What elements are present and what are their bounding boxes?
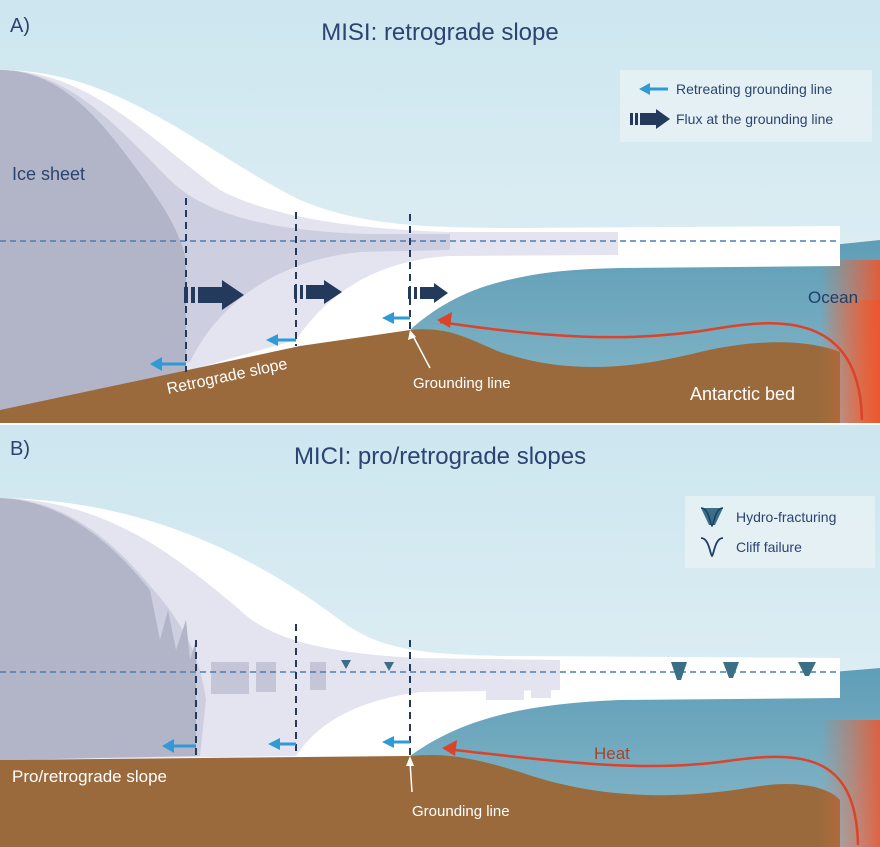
grounding-pointer-a bbox=[411, 333, 431, 369]
antarctic-bed-label: Antarctic bed bbox=[690, 384, 795, 404]
flux-arrows bbox=[184, 280, 448, 310]
grounding-line-label-a: Grounding line bbox=[413, 375, 511, 392]
grounding-pointer-b bbox=[409, 761, 413, 793]
ice-sheet-b bbox=[0, 498, 196, 760]
retreat-arrow-icon bbox=[150, 357, 186, 371]
heat-curve-b bbox=[445, 747, 860, 846]
retreat-arrow-icon bbox=[266, 334, 296, 346]
panel-b-title: MICI: pro/retrograde slopes bbox=[294, 443, 586, 470]
iceberg bbox=[310, 662, 326, 690]
flux-arrow-icon bbox=[630, 109, 670, 129]
ice-sheet-label: Ice sheet bbox=[12, 164, 85, 184]
panel-b-letter: B) bbox=[10, 438, 30, 460]
retreat-arrow-icon bbox=[382, 312, 410, 324]
iceberg bbox=[531, 662, 551, 698]
hydro-fracturing-icon bbox=[798, 662, 816, 676]
grounding-line-label-b: Grounding line bbox=[412, 803, 510, 820]
retreat-arrow-icon bbox=[639, 83, 668, 95]
panel-a: A) MISI: retrograde slope Ice sheet Ocea… bbox=[0, 0, 880, 424]
ocean-label: Ocean bbox=[808, 288, 858, 307]
legend-retreating-label: Retreating grounding line bbox=[676, 81, 833, 97]
retreat-arrows bbox=[150, 312, 410, 371]
retreat-arrow-icon bbox=[268, 738, 296, 750]
retreat-arrow-icon bbox=[162, 739, 196, 753]
cliff-failure-icon bbox=[700, 537, 724, 558]
legend-cliff-label: Cliff failure bbox=[736, 539, 802, 555]
legend-flux-label: Flux at the grounding line bbox=[676, 111, 833, 127]
grounding-pointer-head-a bbox=[408, 330, 416, 340]
hydro-fracturing-icon bbox=[341, 660, 351, 669]
panel-a-title: MISI: retrograde slope bbox=[321, 19, 558, 46]
iceberg bbox=[486, 662, 524, 700]
iceberg bbox=[256, 662, 276, 692]
hydro-fracturing-icon bbox=[384, 662, 394, 671]
antarctic-bed-a bbox=[0, 329, 840, 424]
legend-b: Hydro-fracturing Cliff failure bbox=[685, 496, 875, 568]
pro-retrograde-slope-label: Pro/retrograde slope bbox=[12, 767, 167, 786]
heat-glow-b bbox=[820, 720, 880, 847]
icebergs bbox=[211, 662, 551, 700]
hydro-fractures bbox=[341, 660, 816, 680]
panel-b: B) MICI: pro/retrograde slopes Pro/retro… bbox=[0, 423, 880, 847]
legend-a: Retreating grounding line Flux at the gr… bbox=[620, 70, 872, 142]
flux-arrow-icon bbox=[184, 280, 244, 310]
bed-b bbox=[0, 754, 840, 847]
retreat-arrow-icon bbox=[382, 736, 410, 748]
hydro-fracturing-outline bbox=[700, 507, 724, 528]
flux-arrow-icon bbox=[408, 283, 448, 303]
heat-label: Heat bbox=[594, 744, 630, 763]
heat-arrowhead-a bbox=[437, 312, 452, 328]
ice-sheet-a bbox=[0, 70, 186, 424]
grounding-pointer-head-b bbox=[406, 756, 414, 766]
flux-arrow-icon bbox=[294, 280, 342, 304]
hydro-fracturing-icon bbox=[723, 662, 739, 678]
iceberg bbox=[211, 662, 249, 694]
hydro-fracturing-icon bbox=[671, 662, 687, 680]
retreat-arrows-b bbox=[162, 736, 410, 753]
heat-curve-a bbox=[439, 320, 864, 421]
panel-a-letter: A) bbox=[10, 15, 30, 37]
heat-arrowhead-b bbox=[442, 740, 457, 756]
legend-hydro-label: Hydro-fracturing bbox=[736, 509, 836, 525]
